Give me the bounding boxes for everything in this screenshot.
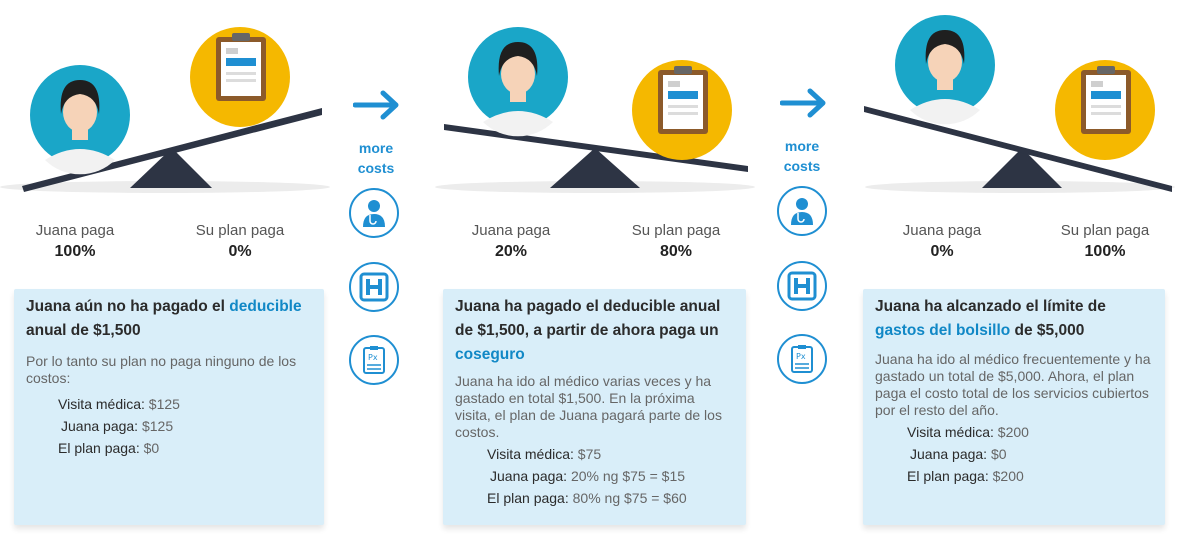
plan-pays-2: Su plan paga 80% bbox=[616, 220, 736, 262]
cost-row: El plan paga: $200 bbox=[907, 468, 1024, 484]
cost-row: El plan paga: 80% ng $75 = $60 bbox=[487, 490, 687, 506]
plan-pays-1: Su plan paga 0% bbox=[180, 220, 300, 262]
plan-pays-label: Su plan paga bbox=[631, 222, 721, 239]
juana-pays-percent: 20% bbox=[494, 243, 528, 260]
card-title: Juana aún no ha pagado el deducible anua… bbox=[26, 298, 302, 339]
gastos-del-bolsillo-link[interactable]: gastos del bolsillo bbox=[875, 322, 1011, 339]
doctor-icon bbox=[349, 188, 399, 238]
cost-row: Juana paga: $0 bbox=[910, 446, 1007, 462]
coseguro-link[interactable]: coseguro bbox=[455, 346, 525, 363]
juana-pays-label: Juana paga bbox=[902, 222, 982, 239]
plan-pays-percent: 80% bbox=[659, 243, 693, 260]
svg-text:Px: Px bbox=[796, 352, 806, 361]
plan-pays-label: Su plan paga bbox=[1060, 222, 1150, 239]
cost-row: Visita médica: $200 bbox=[907, 424, 1029, 440]
juana-pays-percent: 0% bbox=[930, 243, 954, 260]
prescription-icon: Px bbox=[349, 335, 399, 385]
card-body: Juana ha ido al médico varias veces y ha… bbox=[455, 373, 722, 440]
plan-pays-3: Su plan paga 100% bbox=[1044, 220, 1166, 262]
deducible-link[interactable]: deducible bbox=[229, 298, 302, 315]
more-costs-label: more costs bbox=[783, 138, 821, 174]
hospital-icon bbox=[777, 261, 827, 311]
hospital-icon bbox=[349, 262, 399, 312]
juana-pays-percent: 100% bbox=[54, 243, 96, 260]
seesaw-illustration-2 bbox=[435, 27, 755, 193]
juana-pays-2: Juana paga 20% bbox=[456, 220, 566, 262]
plan-pays-percent: 0% bbox=[228, 243, 252, 260]
cost-row: El plan paga: $0 bbox=[58, 440, 160, 456]
info-card-3: Juana ha alcanzado el límite de gastos d… bbox=[863, 289, 1165, 525]
card-body: Por lo tanto su plan no paga ninguno de … bbox=[26, 353, 297, 386]
juana-pays-label: Juana paga bbox=[471, 222, 551, 239]
doctor-icon bbox=[777, 186, 827, 236]
cost-row: Visita médica: $125 bbox=[58, 396, 180, 412]
info-card-1: Juana aún no ha pagado el deducible anua… bbox=[14, 289, 324, 525]
plan-pays-label: Su plan paga bbox=[195, 222, 285, 239]
seesaw-illustration-3 bbox=[864, 15, 1175, 193]
cost-row: Juana paga: $125 bbox=[61, 418, 174, 434]
prescription-icon: Px bbox=[777, 334, 827, 384]
arrow-right-icon bbox=[780, 88, 826, 118]
plan-pays-percent: 100% bbox=[1084, 243, 1126, 260]
seesaw-illustration-1 bbox=[0, 27, 330, 193]
card-body: Juana ha ido al médico frecuentemente y … bbox=[875, 351, 1151, 418]
arrow-right-icon bbox=[353, 90, 399, 120]
info-card-2: Juana ha pagado el deducible anual de $1… bbox=[443, 289, 746, 525]
cost-row: Juana paga: 20% ng $75 = $15 bbox=[490, 468, 686, 484]
juana-pays-1: Juana paga 100% bbox=[20, 220, 130, 262]
more-costs-label: more costs bbox=[357, 140, 395, 176]
cost-row: Visita médica: $75 bbox=[487, 446, 602, 462]
svg-text:Px: Px bbox=[368, 353, 378, 362]
juana-pays-3: Juana paga 0% bbox=[887, 220, 997, 262]
card-title: Juana ha pagado el deducible anual de $1… bbox=[455, 298, 721, 363]
card-title: Juana ha alcanzado el límite de gastos d… bbox=[875, 298, 1106, 339]
juana-pays-label: Juana paga bbox=[35, 222, 115, 239]
